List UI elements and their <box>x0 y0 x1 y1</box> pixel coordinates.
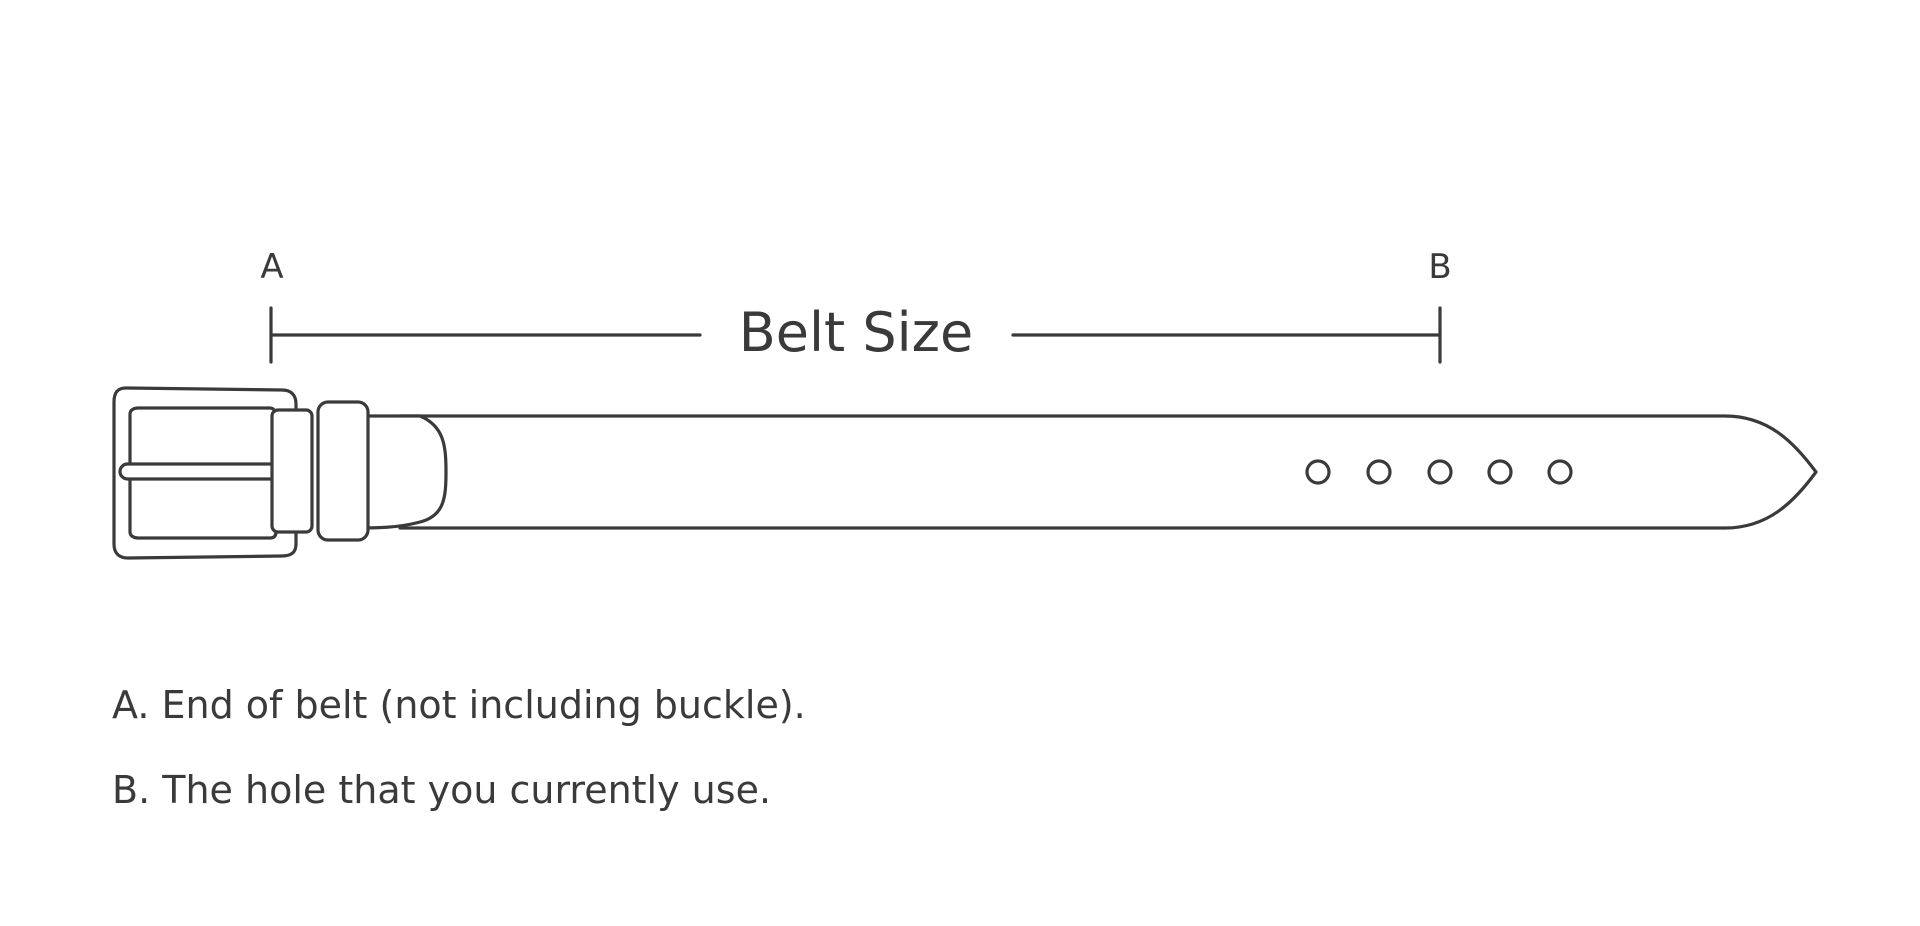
buckle-loop <box>270 408 314 534</box>
belt-hole <box>1366 459 1392 485</box>
belt-holes <box>1305 459 1573 485</box>
belt-hole <box>1487 459 1513 485</box>
belt-hole <box>1547 459 1573 485</box>
belt-strap <box>398 414 1818 530</box>
measurement-line <box>269 306 1442 364</box>
belt-hole <box>1427 459 1453 485</box>
marker-b-label: B <box>1428 247 1451 287</box>
legend-item-b: B. The hole that you currently use. <box>112 768 772 812</box>
belt-size-title: Belt Size <box>739 301 973 364</box>
legend-item-a: A. End of belt (not including buckle). <box>112 683 806 727</box>
belt-keeper <box>316 400 370 542</box>
belt-end-tab <box>350 414 448 530</box>
marker-a-label: A <box>260 247 283 287</box>
belt-hole <box>1305 459 1331 485</box>
